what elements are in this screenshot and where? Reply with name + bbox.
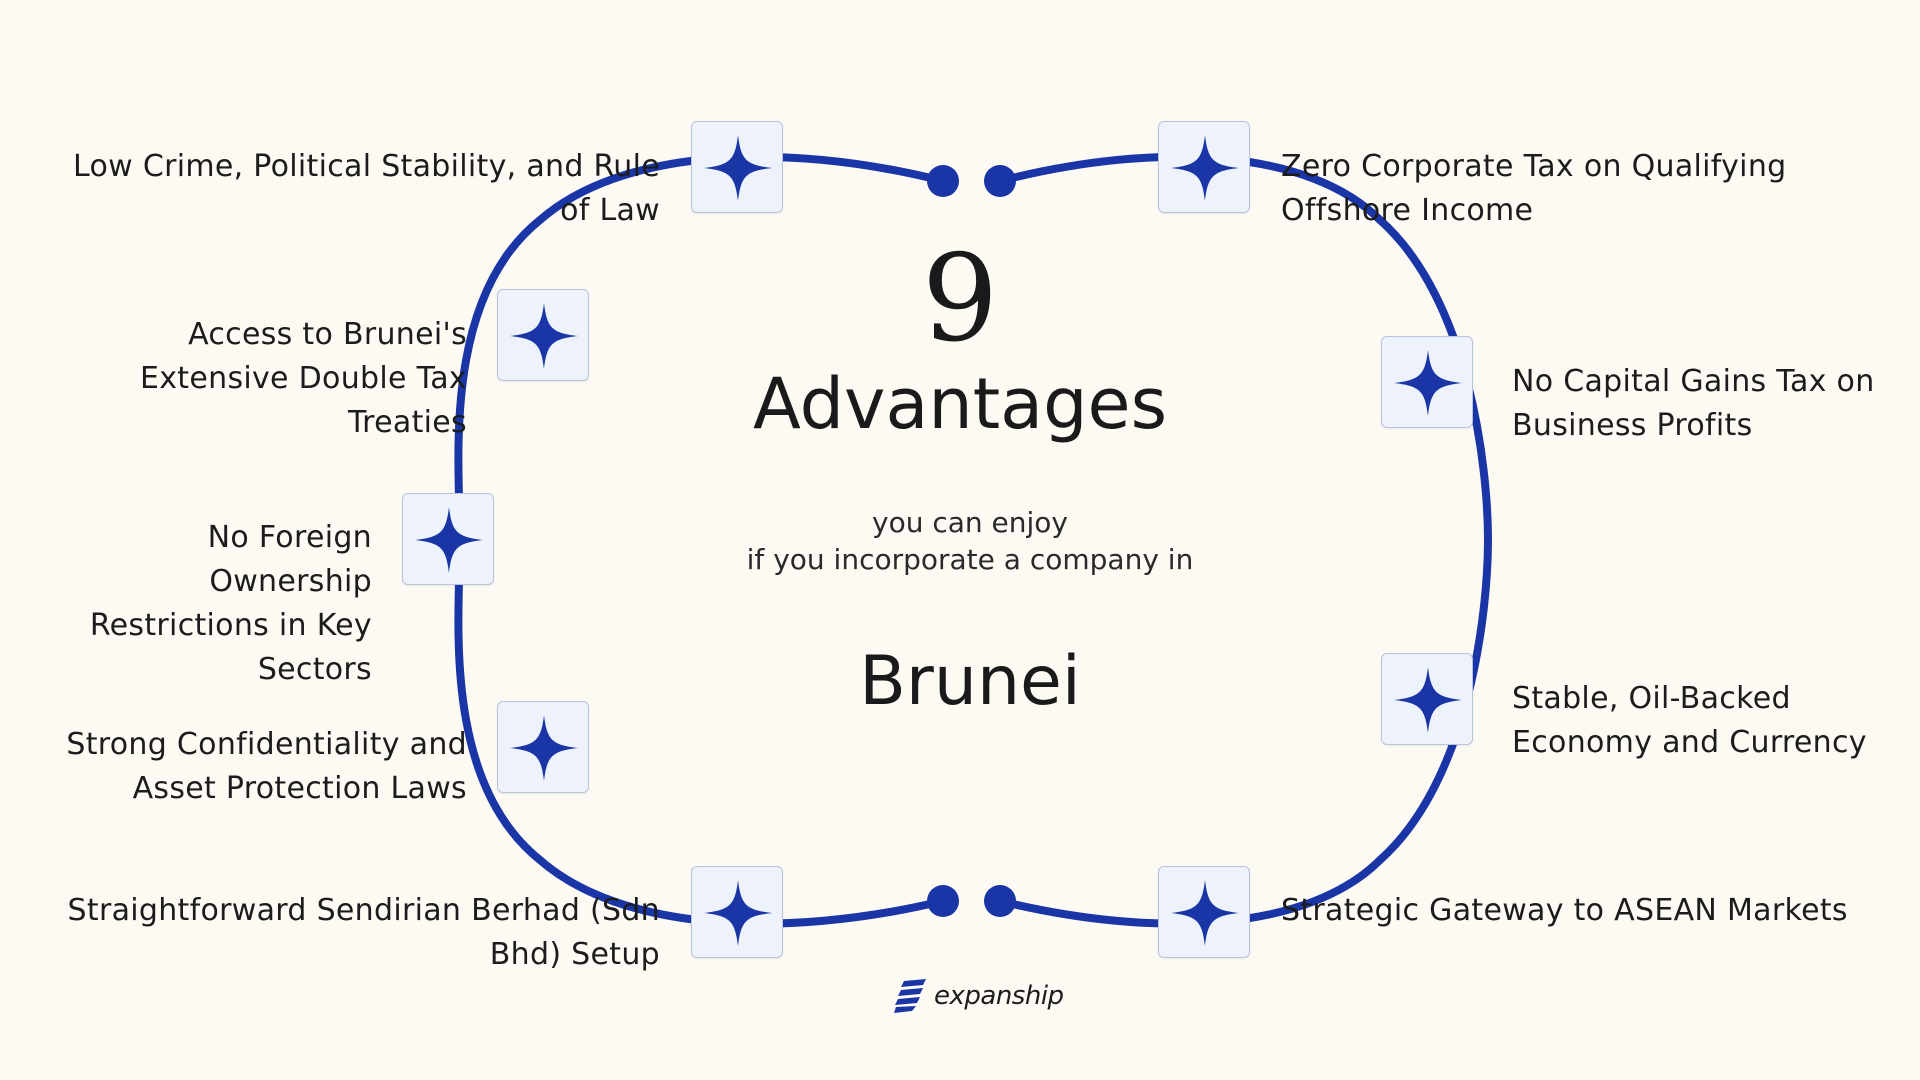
sparkle-icon <box>510 303 578 369</box>
advantage-node-7 <box>1381 336 1473 428</box>
sparkle-icon <box>1394 667 1462 733</box>
advantage-label-5: Straightforward Sendirian Berhad (Sdn Bh… <box>67 893 660 972</box>
advantage-node-8 <box>1381 653 1473 745</box>
sparkle-icon <box>1394 350 1462 416</box>
sparkle-icon <box>1171 880 1239 946</box>
advantage-label-2: Access to Brunei's Extensive Double Tax … <box>140 317 467 440</box>
advantage-label-6: Zero Corporate Tax on Qualifying Offshor… <box>1281 149 1787 228</box>
expanship-logo-icon <box>894 979 926 1013</box>
ring-end-dot-bottom-left <box>927 885 959 917</box>
advantage-count: 9 <box>921 230 999 369</box>
subtitle-line-2: if you incorporate a company in <box>746 543 1194 576</box>
subtitle: you can enjoy if you incorporate a compa… <box>660 504 1280 578</box>
subtitle-line-1: you can enjoy <box>872 506 1068 539</box>
ring-end-dot-top-right <box>984 165 1016 197</box>
sparkle-icon <box>510 715 578 781</box>
advantage-node-9 <box>1158 866 1250 958</box>
sparkle-icon <box>415 507 483 573</box>
sparkle-icon <box>1171 135 1239 201</box>
ring-right-arc <box>996 152 1493 928</box>
advantage-label-1: Low Crime, Political Stability, and Rule… <box>73 149 660 228</box>
advantage-node-5 <box>691 866 783 958</box>
advantage-node-2 <box>497 289 589 381</box>
advantage-label-8: Stable, Oil-Backed Economy and Currency <box>1512 681 1867 760</box>
headline: Advantages <box>752 363 1168 445</box>
brand-logo: expanship <box>894 976 1064 1016</box>
advantage-label-3: No Foreign Ownership Restrictions in Key… <box>89 520 372 687</box>
advantage-node-6 <box>1158 121 1250 213</box>
advantage-label-4: Strong Confidentiality and Asset Protect… <box>66 727 467 806</box>
advantage-node-3 <box>402 493 494 585</box>
advantage-label-7: No Capital Gains Tax on Business Profits <box>1512 364 1875 443</box>
ring-end-dot-top-left <box>927 165 959 197</box>
sparkle-icon <box>704 880 772 946</box>
advantage-node-1 <box>691 121 783 213</box>
brand-name: expanship <box>934 981 1064 1011</box>
advantage-label-9: Strategic Gateway to ASEAN Markets <box>1281 893 1848 928</box>
advantage-node-4 <box>497 701 589 793</box>
sparkle-icon <box>704 135 772 201</box>
country-name: Brunei <box>859 642 1081 721</box>
ring-end-dot-bottom-right <box>984 885 1016 917</box>
